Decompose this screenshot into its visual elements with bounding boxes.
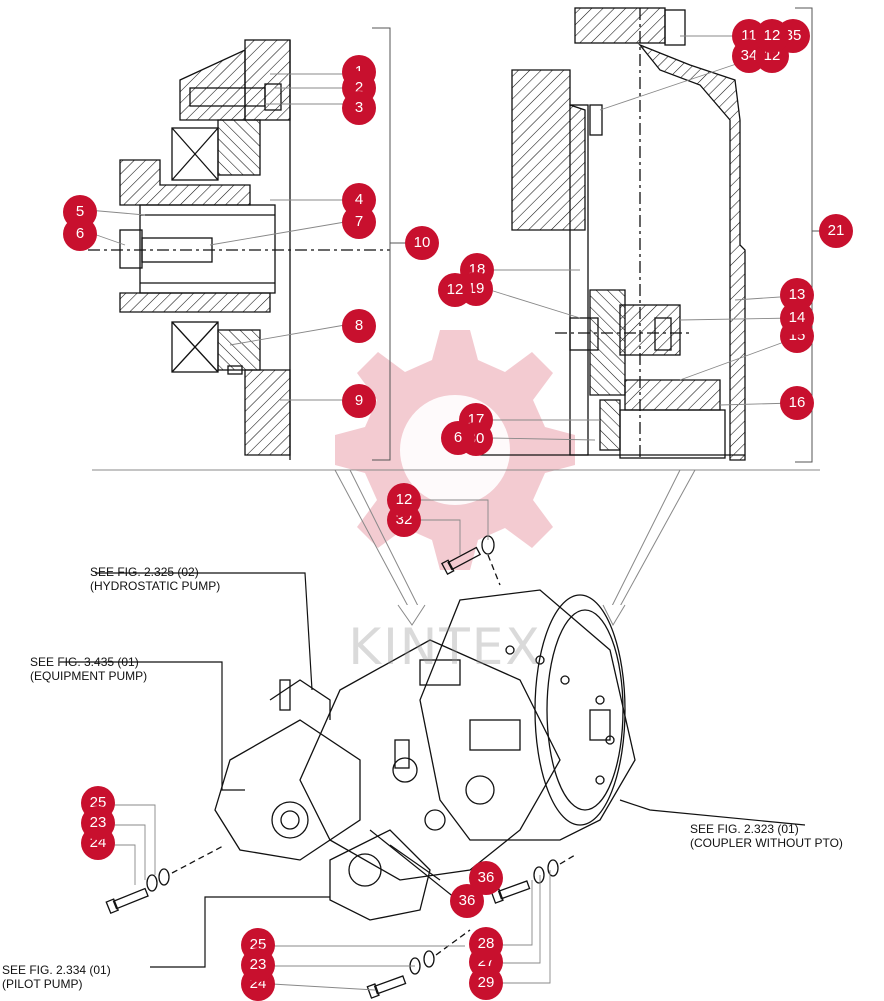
projection-lines [92, 469, 820, 627]
callout-badge: 23 [81, 806, 115, 840]
callout-badge: 28 [469, 927, 503, 961]
right-section-detail [480, 7, 746, 461]
callout-badge: 12 [438, 273, 472, 307]
callout-badge: 6 [63, 217, 97, 251]
annotation-leaders [60, 572, 806, 968]
annotation-hydrostatic-pump: SEE FIG. 2.325 (02) (HYDROSTATIC PUMP) [90, 565, 220, 593]
fasteners [105, 535, 576, 999]
annotation-line: (EQUIPMENT PUMP) [30, 669, 148, 683]
callout-badge: 21 [819, 214, 853, 248]
annotation-line: SEE FIG. 2.334 (01) [2, 963, 111, 977]
callout-badge: 10 [405, 226, 439, 260]
annotation-line: (HYDROSTATIC PUMP) [90, 579, 221, 593]
callout-badge: 12 [755, 19, 789, 53]
callout-badge: 12 [387, 483, 421, 517]
annotation-pilot-pump: SEE FIG. 2.334 (01) (PILOT PUMP) [2, 963, 111, 991]
left-section-detail [88, 39, 390, 460]
watermark-text: KINTEX [348, 618, 542, 676]
pump-gearbox-assembly [214, 589, 636, 921]
annotation-coupler: SEE FIG. 2.323 (01) (COUPLER WITHOUT PTO… [690, 822, 843, 850]
callout-badge: 3 [342, 91, 376, 125]
callout-badge: 7 [342, 205, 376, 239]
callout-badge: 23 [241, 948, 275, 982]
callout-badge: 36 [450, 884, 484, 918]
annotation-equipment-pump: SEE FIG. 3.435 (01) (EQUIPMENT PUMP) [30, 655, 147, 683]
callout-badge: 9 [342, 384, 376, 418]
annotation-line: (PILOT PUMP) [2, 977, 83, 991]
callout-badge: 29 [469, 966, 503, 1000]
callout-badge: 16 [780, 386, 814, 420]
annotation-line: SEE FIG. 2.325 (02) [90, 565, 199, 579]
annotation-line: (COUPLER WITHOUT PTO) [690, 836, 843, 850]
callout-badge: 6 [441, 421, 475, 455]
callout-badge: 8 [342, 309, 376, 343]
callout-leaders [87, 35, 796, 991]
annotation-line: SEE FIG. 2.323 (01) [690, 822, 799, 836]
callout-badge: 14 [780, 301, 814, 335]
annotation-line: SEE FIG. 3.435 (01) [30, 655, 139, 669]
